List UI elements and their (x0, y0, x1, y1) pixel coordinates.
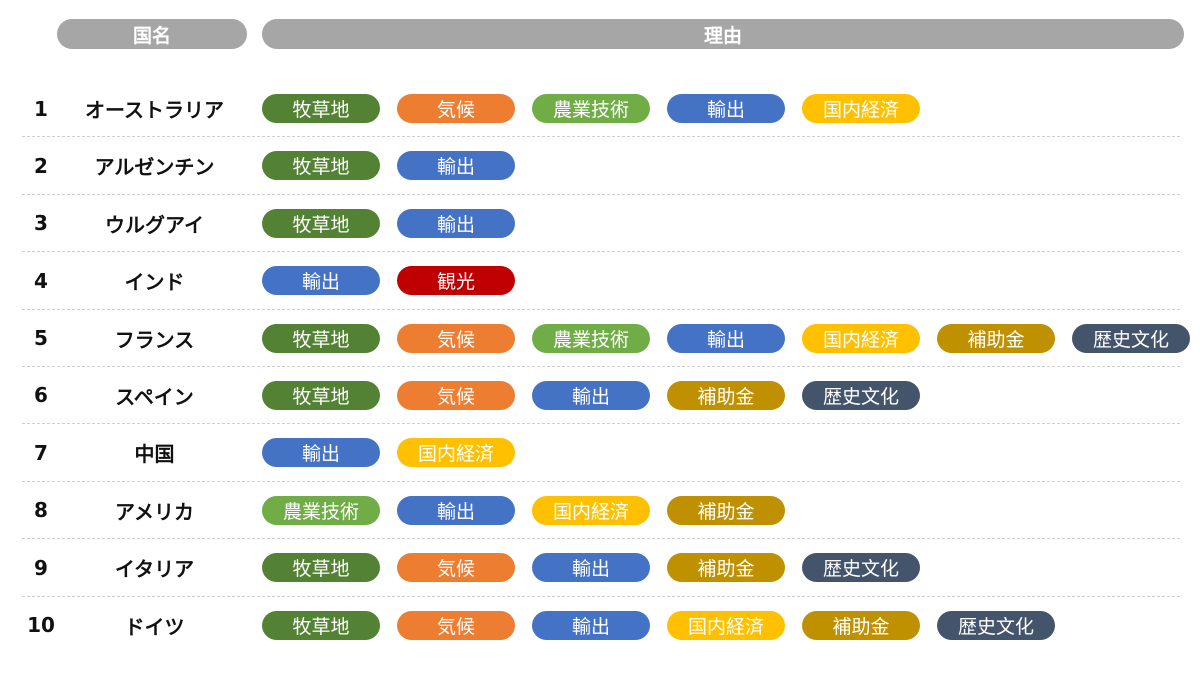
reason-tag: 観光 (397, 266, 515, 296)
reason-tag: 輸出 (397, 208, 515, 238)
reason-tag: 気候 (397, 380, 515, 410)
reason-tag: 気候 (397, 553, 515, 583)
reason-tag: 牧草地 (262, 323, 380, 353)
table-row: 8 アメリカ 農業技術輸出国内経済補助金 (22, 482, 1180, 540)
reason-tag: 農業技術 (532, 323, 650, 353)
column-header-reason: 理由 (262, 19, 1184, 49)
reason-tag: 輸出 (262, 266, 380, 296)
reason-tag: 気候 (397, 610, 515, 640)
table-row: 5 フランス 牧草地気候農業技術輸出国内経済補助金歴史文化 (22, 310, 1190, 367)
rank-number: 8 (34, 498, 48, 523)
reason-tag: 国内経済 (532, 495, 650, 525)
table-row: 1 オーストラリア 牧草地気候農業技術輸出国内経済 (22, 80, 1180, 138)
reason-tag: 国内経済 (667, 610, 785, 640)
reason-tag: 輸出 (532, 380, 650, 410)
reason-tags: 牧草地気候農業技術輸出国内経済補助金歴史文化 (262, 310, 1190, 367)
country-name: インド (124, 270, 185, 295)
reason-tags: 牧草地気候輸出国内経済補助金歴史文化 (262, 597, 1055, 654)
reason-tag: 歴史文化 (802, 553, 920, 583)
reason-tag: 気候 (397, 323, 515, 353)
reason-tag: 牧草地 (262, 380, 380, 410)
table-row: 3 ウルグアイ 牧草地輸出 (22, 195, 1180, 253)
country-name: イタリア (114, 557, 195, 582)
country-name: フランス (114, 327, 195, 352)
reason-tag: 輸出 (667, 94, 785, 123)
table-row: 10 ドイツ 牧草地気候輸出国内経済補助金歴史文化 (22, 597, 1180, 654)
reason-tag: 牧草地 (262, 94, 380, 123)
rank-number: 10 (27, 613, 55, 638)
table-row: 9 イタリア 牧草地気候輸出補助金歴史文化 (22, 539, 1180, 597)
table-row: 4 インド 輸出観光 (22, 252, 1180, 310)
reason-tag: 牧草地 (262, 553, 380, 583)
reason-tags: 牧草地気候輸出補助金歴史文化 (262, 367, 920, 424)
reason-tags: 牧草地輸出 (262, 195, 515, 252)
reason-tag: 国内経済 (397, 438, 515, 468)
reason-tag: 補助金 (667, 495, 785, 525)
rank-number: 3 (34, 211, 48, 236)
country-name: 中国 (134, 442, 175, 467)
reason-tag: 輸出 (532, 610, 650, 640)
reason-tags: 牧草地気候輸出補助金歴史文化 (262, 539, 920, 596)
reason-tag: 牧草地 (262, 208, 380, 238)
reason-tag: 輸出 (262, 438, 380, 468)
country-name: アルゼンチン (94, 155, 215, 180)
reason-tag: 国内経済 (802, 94, 920, 123)
reason-tag: 輸出 (397, 151, 515, 181)
reason-tag: 輸出 (397, 495, 515, 525)
reason-tag: 補助金 (667, 380, 785, 410)
rank-number: 7 (34, 440, 48, 465)
reason-tags: 輸出観光 (262, 252, 515, 309)
rank-number: 5 (34, 326, 48, 351)
reason-tag: 牧草地 (262, 151, 380, 181)
table-row: 6 スペイン 牧草地気候輸出補助金歴史文化 (22, 367, 1180, 425)
reason-tag: 歴史文化 (1072, 323, 1190, 353)
reason-tag: 補助金 (802, 610, 920, 640)
rank-number: 4 (34, 268, 48, 293)
reason-tag: 補助金 (937, 323, 1055, 353)
country-name: オーストラリア (85, 98, 224, 122)
table-row: 7 中国 輸出国内経済 (22, 424, 1180, 482)
country-name: ウルグアイ (105, 212, 204, 237)
country-name: スペイン (115, 384, 194, 409)
reason-tags: 農業技術輸出国内経済補助金 (262, 482, 785, 539)
reason-tags: 牧草地気候農業技術輸出国内経済 (262, 80, 920, 137)
rank-number: 9 (34, 555, 48, 580)
rank-number: 2 (34, 153, 48, 178)
reason-tag: 国内経済 (802, 323, 920, 353)
reason-tag: 輸出 (532, 553, 650, 583)
reason-tag: 農業技術 (262, 495, 380, 525)
reason-tag: 農業技術 (532, 94, 650, 123)
reason-tag: 輸出 (667, 323, 785, 353)
table-row: 2 アルゼンチン 牧草地輸出 (22, 137, 1180, 195)
country-name: ドイツ (124, 614, 185, 639)
reason-tag: 補助金 (667, 553, 785, 583)
rank-number: 1 (34, 96, 48, 121)
reason-tag: 歴史文化 (802, 380, 920, 410)
reason-tag: 気候 (397, 94, 515, 123)
country-name: アメリカ (115, 499, 194, 524)
reason-tag: 歴史文化 (937, 610, 1055, 640)
column-header-country: 国名 (57, 19, 247, 49)
reason-tags: 牧草地輸出 (262, 137, 515, 194)
reason-tags: 輸出国内経済 (262, 424, 515, 481)
reason-tag: 牧草地 (262, 610, 380, 640)
rank-number: 6 (34, 383, 48, 408)
